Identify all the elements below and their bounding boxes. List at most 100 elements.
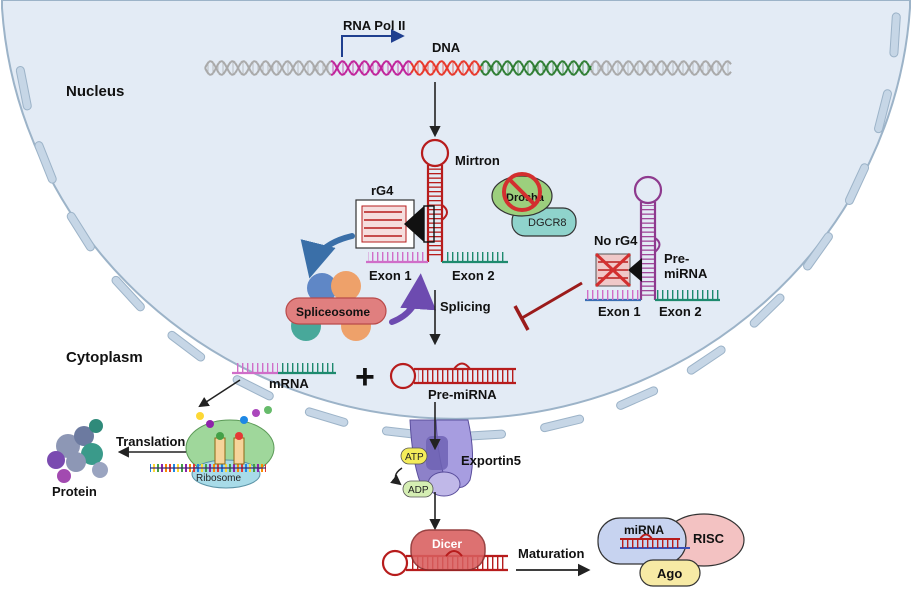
dna-strand-segment: [704, 60, 708, 63]
dna-strand-segment: [568, 62, 572, 67]
dna-strand-segment: [472, 73, 476, 76]
dna-strand-segment: [384, 60, 388, 63]
dna-strand-segment: [284, 72, 288, 76]
dna-strand-segment: [310, 71, 314, 75]
dna-strand-segment: [354, 71, 358, 75]
dna-strand-segment: [724, 72, 728, 76]
dna-strand-segment: [482, 60, 486, 64]
spliceosome-label: Spliceosome: [296, 305, 370, 319]
dna-strand-segment: [454, 62, 458, 67]
dna-strand-segment: [318, 60, 322, 63]
dna-strand-segment: [468, 67, 472, 73]
dna-strand-segment: [304, 69, 308, 74]
dna-strand-segment: [354, 61, 358, 65]
dna-strand-segment: [512, 67, 516, 73]
dna-strand-segment: [348, 62, 352, 67]
dna-strand-segment: [624, 71, 628, 75]
dna-strand-segment: [320, 60, 324, 64]
maturation-label: Maturation: [518, 546, 585, 561]
dna-strand-segment: [374, 73, 378, 76]
dna-strand-segment: [702, 72, 706, 76]
dna-strand-segment: [564, 62, 568, 67]
dna-strand-segment: [718, 69, 722, 74]
dna-strand-segment: [544, 65, 548, 71]
rna-pol-ii-arrow: [341, 29, 405, 57]
dna-strand-segment: [718, 62, 722, 67]
dna-strand-segment: [648, 60, 652, 63]
dna-strand-segment: [374, 60, 378, 63]
dna-strand-segment: [498, 69, 502, 74]
nuclear-pore-segment: [844, 163, 870, 205]
spliceosome-recruit-arrow: [300, 233, 355, 279]
dna-strand-segment: [362, 73, 366, 76]
dna-strand-segment: [448, 71, 452, 75]
rg4-label: rG4: [371, 183, 394, 198]
dna-strand-segment: [502, 62, 506, 67]
dna-strand-segment: [424, 67, 428, 73]
rna-pol-ii-label: RNA Pol II: [343, 18, 405, 33]
dna-strand-segment: [538, 60, 542, 63]
ago-label: Ago: [657, 566, 682, 581]
dna-strand-segment: [254, 72, 258, 76]
dna-strand-segment: [566, 65, 570, 71]
dna-strand-segment: [264, 60, 268, 63]
dna-strand-segment: [602, 71, 606, 75]
dna-strand-segment: [604, 73, 608, 76]
dna-strand-segment: [638, 60, 642, 63]
exon2-left-label: Exon 2: [452, 268, 495, 283]
plus-sign: +: [355, 358, 375, 396]
splicing-label: Splicing: [440, 299, 491, 314]
nuclear-pore-segment: [304, 407, 349, 427]
cytoplasm-label: Cytoplasm: [66, 349, 143, 366]
dna-strand-segment: [328, 72, 332, 76]
dna-strand-segment: [584, 60, 588, 64]
dna-strand-segment: [464, 71, 468, 75]
dna-strand-segment: [660, 60, 664, 63]
dna-strand-segment: [502, 69, 506, 74]
dna-strand-segment: [330, 60, 334, 63]
pre-mirna-canonical-hairpin: [585, 175, 720, 302]
dna-strand-segment: [608, 69, 612, 74]
dna-strand-segment: [414, 69, 418, 74]
dicer-complex: Dicer: [381, 529, 508, 577]
dna-strand-segment: [578, 67, 582, 73]
dna-strand-segment: [214, 65, 218, 71]
dna-strand-segment: [234, 69, 238, 74]
dicer-body: [410, 529, 486, 571]
dna-strand-segment: [292, 63, 296, 69]
dna-strand-segment: [618, 61, 622, 65]
no-rg4-icon: [594, 252, 642, 288]
ribosome: Ribosome: [150, 406, 275, 489]
dna-strand-segment: [528, 73, 532, 76]
dna-strand-segment: [694, 72, 698, 76]
dna-strand-segment: [644, 63, 648, 69]
dna-strand-segment: [534, 63, 538, 69]
dna-strand-segment: [594, 73, 598, 76]
dna-strand-segment: [284, 60, 288, 64]
dna-strand-segment: [344, 62, 348, 67]
exons-left: [366, 252, 508, 264]
dna-strand-segment: [420, 61, 424, 65]
dna-strand-segment: [624, 61, 628, 65]
drosha-dgcr8-complex: Drosha DGCR8: [491, 172, 577, 237]
dna-strand-segment: [414, 62, 418, 67]
dna-strand-segment: [420, 71, 424, 75]
rna-pol-ii: RNA Pol II: [341, 18, 405, 57]
dna-strand-segment: [362, 60, 366, 63]
dna-strand-segment: [434, 65, 438, 71]
nuclear-pore-segment: [686, 345, 726, 375]
dna-strand-segment: [208, 73, 212, 76]
dna-strand-segment: [398, 61, 402, 65]
dna-strand-segment: [548, 72, 552, 76]
dna-strand-segment: [264, 73, 268, 76]
dna-strand-segment: [464, 61, 468, 65]
dna-strand-segment: [584, 72, 588, 76]
dna-strand-segment: [392, 69, 396, 74]
dna-strand-segment: [714, 60, 718, 63]
dna-strand-segment: [704, 73, 708, 76]
nuclear-pore-segment: [616, 386, 659, 410]
dna-strand-segment: [430, 72, 434, 76]
dna-strand-segment: [614, 72, 618, 76]
rg4-quadruplex: [355, 199, 435, 249]
dna-strand-segment: [668, 71, 672, 75]
